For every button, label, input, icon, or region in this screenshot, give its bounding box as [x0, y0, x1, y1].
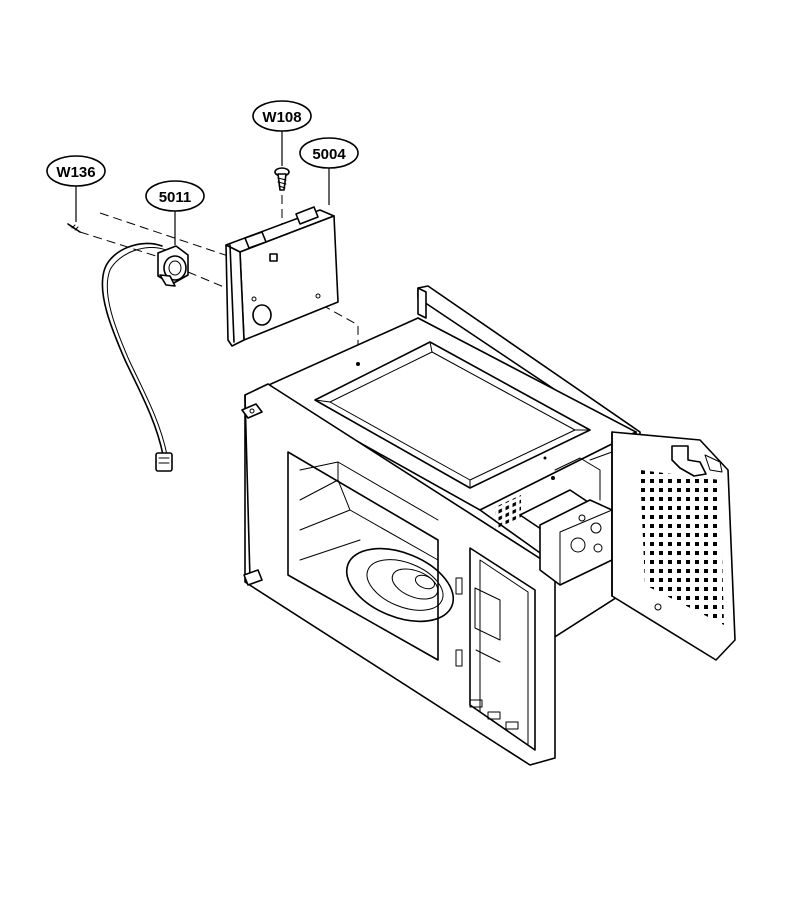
lamp-socket-5011 — [101, 242, 189, 472]
callout-w136: W136 — [46, 155, 106, 222]
callout-label: W136 — [56, 164, 95, 181]
oven-cavity-chassis — [241, 285, 641, 766]
callout-5004: 5004 — [299, 137, 359, 205]
callout-label: W108 — [262, 109, 301, 126]
callout-label: 5011 — [159, 189, 192, 206]
rear-panel — [611, 431, 736, 661]
screw-w136 — [67, 223, 81, 233]
callout-label: 5004 — [312, 146, 346, 163]
callout-w108: W108 — [252, 100, 312, 166]
callout-5011: 5011 — [145, 180, 205, 245]
screw-w108 — [274, 167, 290, 191]
lamp-bracket-5004 — [225, 206, 339, 347]
